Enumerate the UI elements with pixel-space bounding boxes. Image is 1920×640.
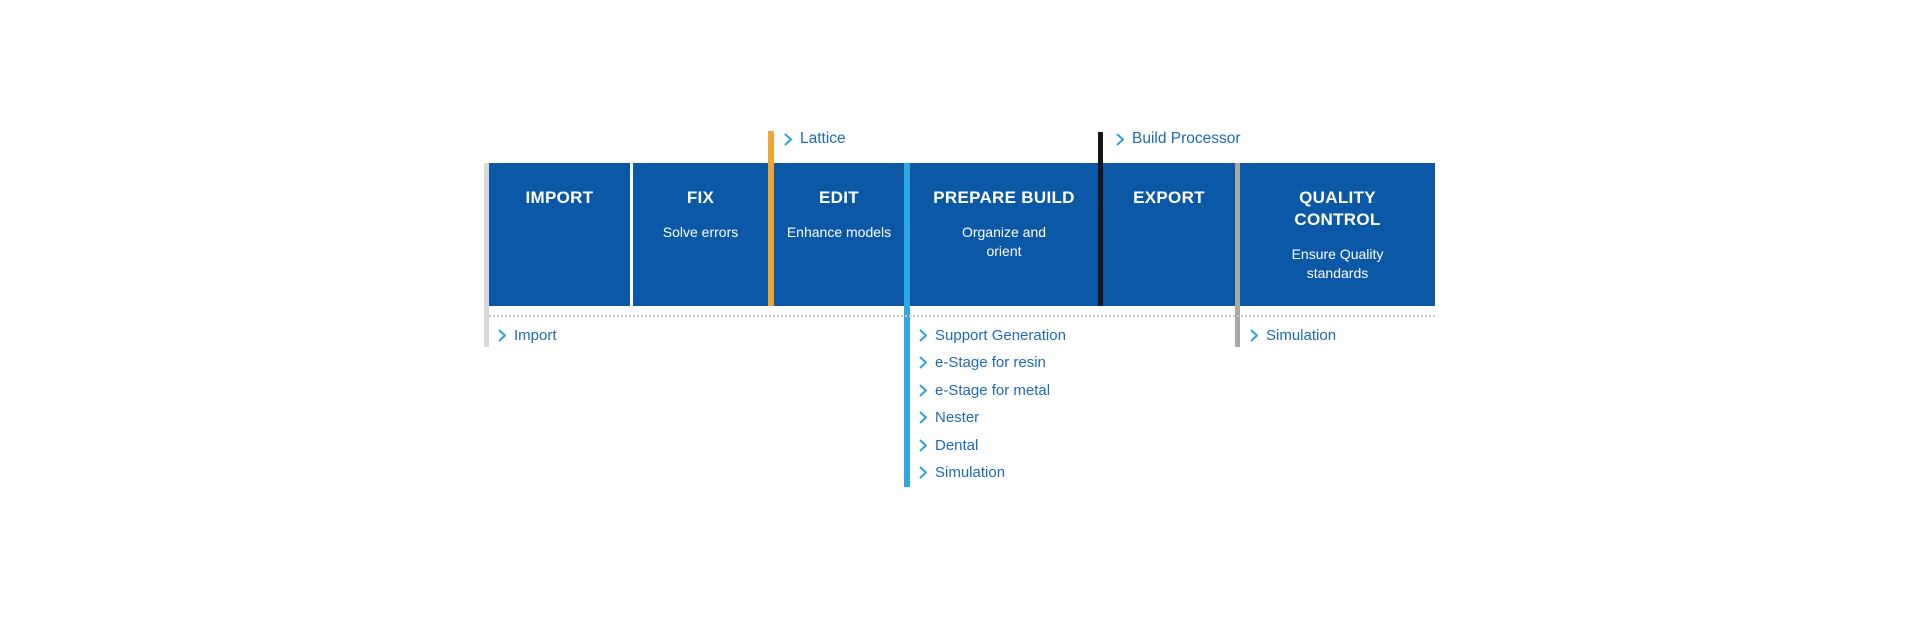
chevron-right-icon (919, 356, 927, 369)
stage-edit-box[interactable]: EDIT Enhance models (774, 163, 904, 306)
stage-prepare-build-box[interactable]: PREPARE BUILD Organize and orient (910, 163, 1098, 306)
link-support-generation[interactable]: Support Generation (919, 326, 1066, 344)
quality-control-links: Simulation (1250, 326, 1336, 354)
prepare-build-accent-line (904, 163, 910, 487)
stage-title: QUALITY CONTROL (1294, 188, 1381, 230)
link-import[interactable]: Import (498, 326, 557, 344)
import-links: Import (498, 326, 557, 354)
chevron-right-icon (919, 411, 927, 424)
link-label: Simulation (1266, 326, 1337, 344)
prepare-build-links: Support Generation e-Stage for resin e-S… (919, 326, 1066, 491)
stage-subtitle: Ensure Quality standards (1291, 246, 1384, 282)
link-label: Nester (935, 409, 980, 426)
lattice-label-text: Lattice (800, 130, 846, 147)
chevron-right-icon (919, 466, 927, 479)
quality-control-accent-line (1235, 163, 1240, 347)
chevron-right-icon (784, 133, 792, 145)
chevron-right-icon (919, 439, 927, 451)
link-label: Dental (935, 436, 979, 454)
import-accent-line (484, 163, 489, 347)
stage-subtitle: Enhance models (786, 224, 892, 241)
link-label: Import (514, 326, 557, 344)
stage-subtitle: Solve errors (662, 224, 739, 241)
link-estage-resin[interactable]: e-Stage for resin (919, 354, 1066, 372)
link-nester[interactable]: Nester (919, 409, 1066, 427)
chevron-right-icon (919, 384, 927, 396)
chevron-right-icon (1250, 329, 1258, 341)
lattice-accent-line (768, 131, 774, 306)
build-processor-label-text: Build Processor (1132, 130, 1241, 147)
stage-quality-control-box[interactable]: QUALITY CONTROL Ensure Quality standards (1240, 163, 1435, 306)
link-simulation[interactable]: Simulation (1250, 326, 1336, 344)
stage-title: EDIT (819, 188, 859, 207)
link-label: Support Generation (935, 326, 1066, 344)
link-estage-metal[interactable]: e-Stage for metal (919, 381, 1066, 399)
stage-title: IMPORT (525, 188, 594, 207)
stage-title: EXPORT (1133, 188, 1205, 207)
link-label: e-Stage for resin (935, 354, 1046, 371)
build-processor-accent-line (1098, 132, 1103, 306)
build-processor-label[interactable]: Build Processor (1116, 130, 1241, 148)
stage-import-box[interactable]: IMPORT (489, 163, 630, 306)
chevron-right-icon (919, 329, 927, 341)
chevron-right-icon (498, 329, 506, 341)
lattice-label[interactable]: Lattice (784, 130, 846, 148)
stage-subtitle: Organize and orient (961, 224, 1047, 259)
stage-title: FIX (686, 188, 715, 207)
link-dental[interactable]: Dental (919, 436, 1066, 454)
chevron-right-icon (1116, 133, 1124, 145)
link-label: e-Stage for metal (935, 381, 1051, 399)
stage-export-box[interactable]: EXPORT (1103, 163, 1235, 306)
stage-fix-box[interactable]: FIX Solve errors (633, 163, 768, 306)
link-simulation[interactable]: Simulation (919, 464, 1066, 482)
stage-title: PREPARE BUILD (933, 188, 1075, 207)
band-bottom-dotted-rule (489, 315, 1435, 317)
link-label: Simulation (935, 464, 1006, 481)
